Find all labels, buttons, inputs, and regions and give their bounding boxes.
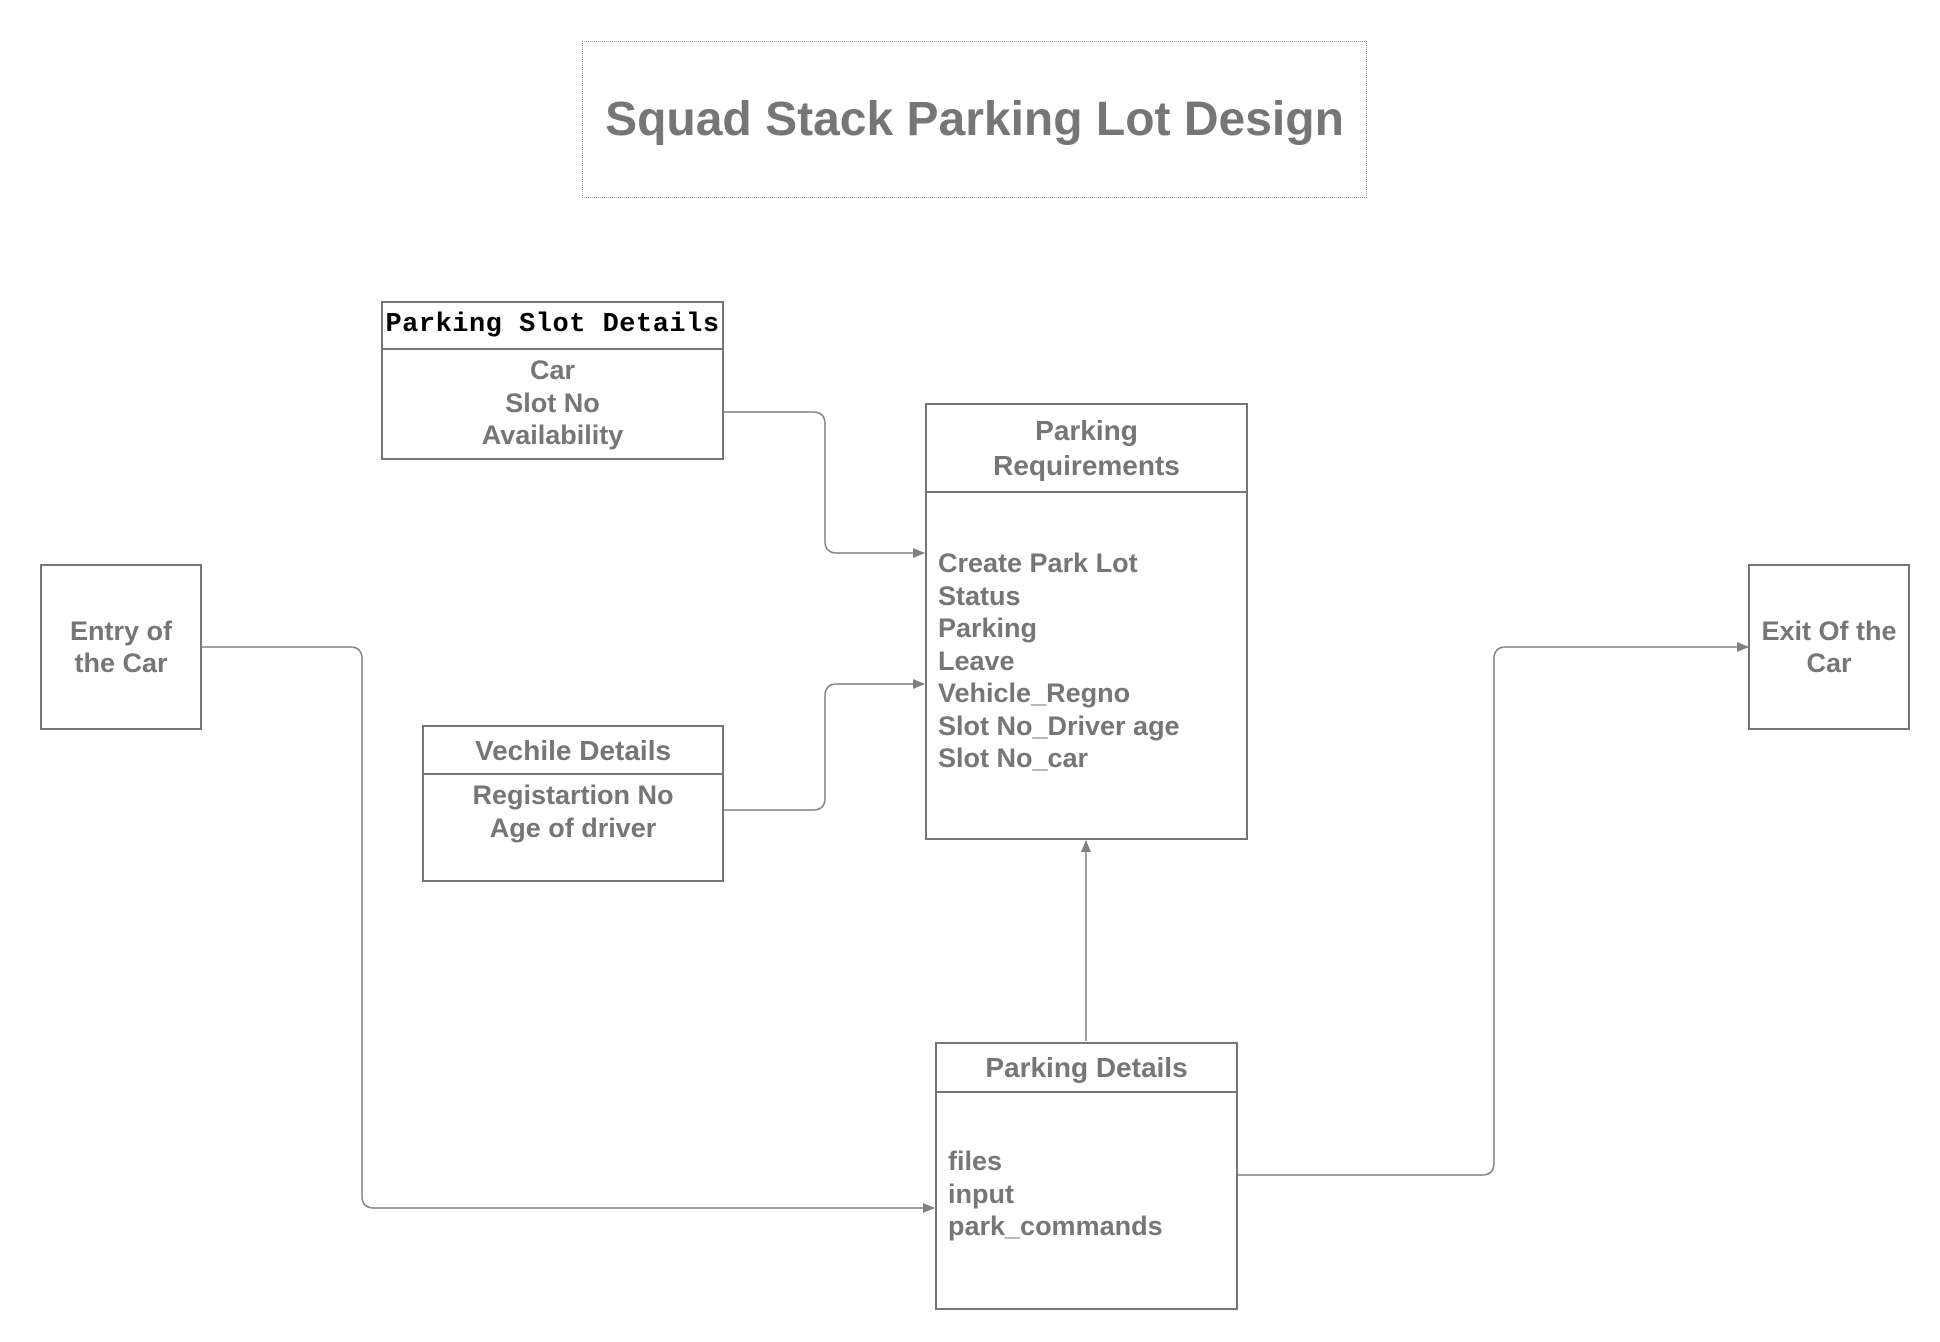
parking-details-box: Parking Details files input park_command… [935, 1042, 1238, 1310]
parking-slot-details-header: Parking Slot Details [383, 303, 722, 350]
parking-slot-details-title: Parking Slot Details [385, 310, 720, 340]
exit-box: Exit Of the Car [1748, 564, 1910, 730]
list-item: Vehicle_Regno [938, 678, 1131, 708]
parking-details-title: Parking Details [985, 1052, 1188, 1083]
connector-details-to-exit [1237, 642, 1749, 1176]
parking-requirements-header: Parking Requirements [927, 405, 1246, 493]
connector-vehicle-to-requirements [723, 679, 925, 811]
vehicle-details-title: Vechile Details [474, 734, 672, 766]
connector-slot-to-requirements [723, 411, 925, 558]
list-item: Car [529, 355, 576, 385]
list-item: Leave [938, 645, 1015, 676]
list-item: Slot No [505, 387, 600, 418]
entry-box: Entry of the Car [40, 564, 202, 730]
diagram-title: Squad Stack Parking Lot Design [605, 93, 1344, 146]
list-item: Status [938, 580, 1021, 611]
list-item: Create Park Lot [938, 548, 1138, 578]
vehicle-details-box: Vechile Details Registartion No Age of d… [422, 725, 724, 882]
parking-details-body: files input park_commands [937, 1093, 1236, 1243]
parking-requirements-title-line: Requirements [993, 450, 1180, 481]
diagram-title-box: Squad Stack Parking Lot Design [582, 41, 1367, 198]
exit-label-line: Exit Of the [1761, 615, 1897, 646]
list-item: Registartion No [472, 780, 674, 810]
list-item: Availability [481, 420, 624, 450]
entry-label-line: Entry of [69, 615, 172, 646]
vehicle-details-body: Registartion No Age of driver [424, 775, 722, 844]
parking-requirements-box: Parking Requirements Create Park Lot Sta… [925, 403, 1248, 840]
list-item: files [948, 1146, 1003, 1176]
exit-label-line: Car [1806, 648, 1852, 678]
list-item: Slot No_Driver age [938, 710, 1180, 741]
list-item: Slot No_car [938, 743, 1089, 773]
parking-details-header: Parking Details [937, 1044, 1236, 1093]
parking-requirements-title-line: Parking [1035, 415, 1138, 446]
vehicle-details-header: Vechile Details [424, 727, 722, 775]
list-item: park_commands [948, 1211, 1163, 1241]
list-item: Age of driver [489, 812, 657, 843]
parking-slot-details-box: Parking Slot Details Car Slot No Availab… [381, 301, 724, 460]
parking-slot-details-body: Car Slot No Availability [383, 350, 722, 452]
parking-requirements-body: Create Park Lot Status Parking Leave Veh… [927, 493, 1246, 775]
list-item: Parking [938, 613, 1038, 643]
entry-label-line: the Car [74, 648, 168, 678]
list-item: input [948, 1178, 1014, 1209]
